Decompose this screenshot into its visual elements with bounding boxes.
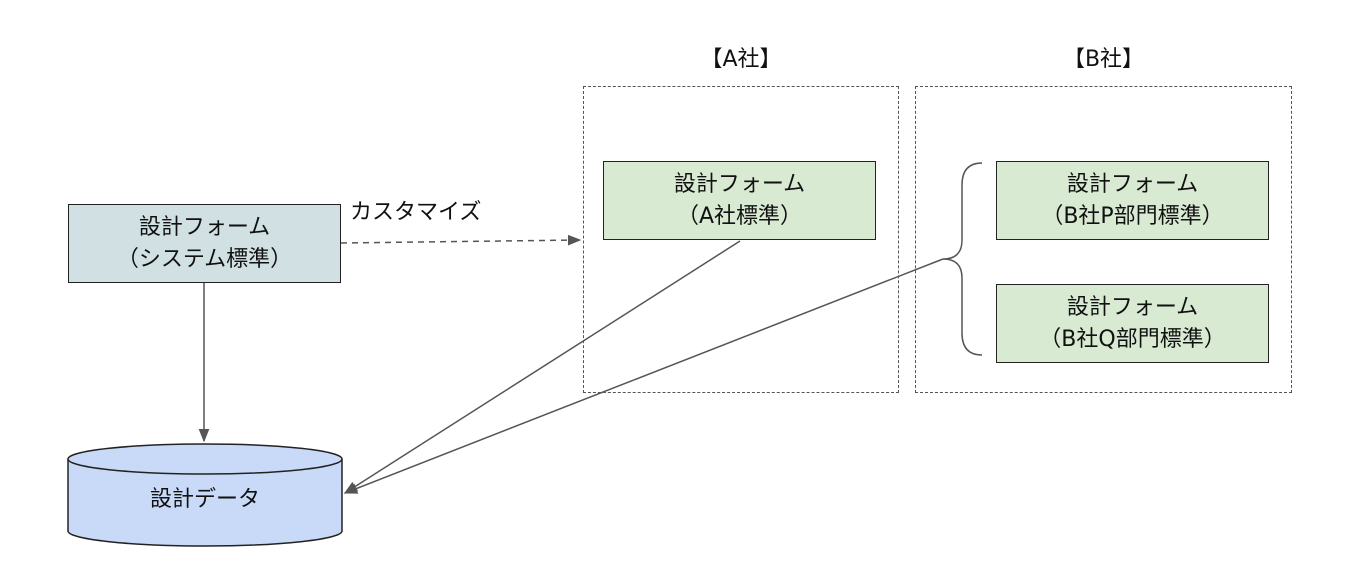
company-b-title: 【B社】: [1062, 47, 1145, 72]
system-form-line2: （システム標準）: [116, 246, 293, 272]
company-b-p-form-line1: 設計フォーム: [1066, 171, 1199, 197]
company-b-q-form-box: 設計フォーム （B社Q部門標準）: [996, 284, 1269, 363]
company-a-form-box: 設計フォーム （A社標準）: [603, 161, 876, 240]
database-label: 設計データ: [149, 487, 260, 512]
company-b-brace: [942, 162, 983, 356]
customize-arrow: [340, 234, 582, 246]
company-a-to-database-arrow: [343, 240, 741, 494]
company-b-p-form-box: 設計フォーム （B社P部門標準）: [996, 161, 1269, 240]
company-a-form-line2: （A社標準）: [676, 203, 803, 229]
company-b-q-form-line1: 設計フォーム: [1066, 294, 1199, 320]
system-form-line1: 設計フォーム: [138, 214, 271, 240]
database-cylinder: [67, 443, 343, 547]
company-a-title: 【A社】: [700, 47, 782, 72]
customize-label: カスタマイズ: [350, 200, 482, 225]
company-b-q-form-line2: （B社Q部門標準）: [1039, 326, 1226, 352]
company-b-to-database-arrow: [343, 258, 944, 494]
company-b-area: [915, 86, 1292, 393]
company-a-form-line1: 設計フォーム: [673, 171, 806, 197]
company-b-p-form-line2: （B社P部門標準）: [1041, 203, 1224, 229]
system-standard-form-box: 設計フォーム （システム標準）: [68, 204, 341, 283]
company-a-area: [583, 86, 899, 393]
